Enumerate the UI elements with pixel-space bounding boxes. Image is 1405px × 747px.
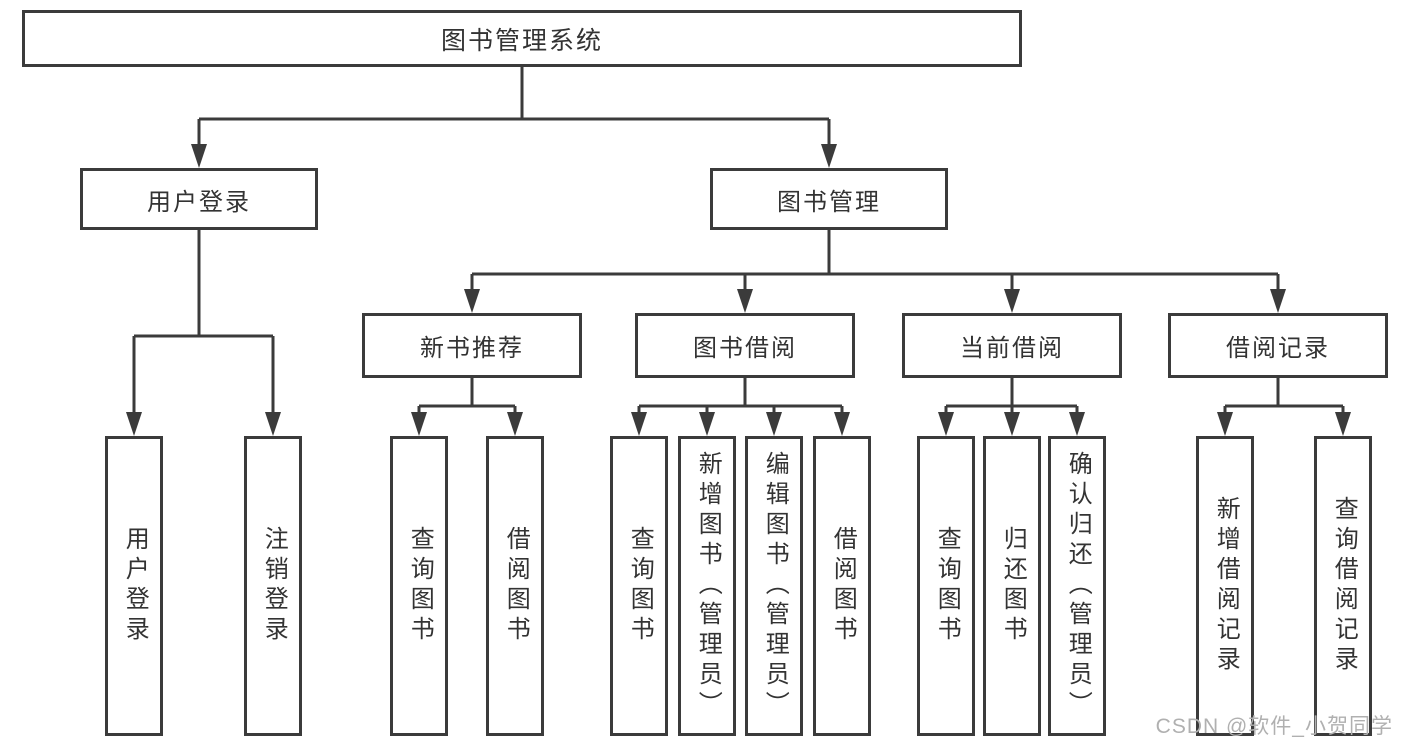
- leaf-current-return-books: 归还图书: [983, 436, 1041, 736]
- leaf-label: 确认归还（管理员）: [1064, 451, 1092, 721]
- leaf-current-confirm-return-admin: 确认归还（管理员）: [1048, 436, 1106, 736]
- node-borrowing-records: 借阅记录: [1168, 313, 1388, 378]
- node-label: 图书管理系统: [440, 26, 603, 55]
- node-label: 新书推荐: [420, 335, 524, 362]
- leaf-label: 借阅图书: [829, 526, 857, 646]
- node-current-borrowing: 当前借阅: [902, 313, 1122, 378]
- node-book-borrowing: 图书借阅: [635, 313, 855, 378]
- node-label: 图书借阅: [693, 335, 797, 362]
- leaf-borrowing-add-books-admin: 新增图书（管理员）: [678, 436, 736, 736]
- leaf-logout: 注销登录: [244, 436, 302, 736]
- leaf-label: 查询图书: [406, 526, 434, 646]
- node-label: 图书管理: [777, 188, 881, 216]
- leaf-records-add-record: 新增借阅记录: [1196, 436, 1254, 736]
- node-new-book-recommend: 新书推荐: [362, 313, 582, 378]
- csdn-watermark: CSDN @软件_小贺同学: [1155, 715, 1393, 738]
- leaf-label: 注销登录: [260, 526, 288, 646]
- leaf-label: 新增借阅记录: [1212, 496, 1240, 676]
- leaf-label: 用户登录: [121, 526, 149, 646]
- leaf-label: 新增图书（管理员）: [694, 451, 722, 721]
- node-label: 借阅记录: [1226, 335, 1330, 362]
- node-label: 用户登录: [147, 188, 251, 216]
- leaf-label: 查询图书: [933, 526, 961, 646]
- leaf-borrowing-borrow-books: 借阅图书: [813, 436, 871, 736]
- node-user-login: 用户登录: [80, 168, 318, 230]
- leaf-label: 查询图书: [626, 526, 654, 646]
- leaf-recommend-borrow-books: 借阅图书: [486, 436, 544, 736]
- leaf-current-query-books: 查询图书: [917, 436, 975, 736]
- leaf-borrowing-edit-books-admin: 编辑图书（管理员）: [745, 436, 803, 736]
- leaf-recommend-query-books: 查询图书: [390, 436, 448, 736]
- leaf-user-login: 用户登录: [105, 436, 163, 736]
- leaf-records-query-record: 查询借阅记录: [1314, 436, 1372, 736]
- leaf-label: 编辑图书（管理员）: [761, 451, 789, 721]
- leaf-label: 查询借阅记录: [1330, 496, 1358, 676]
- node-library-management-system: 图书管理系统: [22, 10, 1022, 67]
- leaf-label: 借阅图书: [502, 526, 530, 646]
- leaf-borrowing-query-books: 查询图书: [610, 436, 668, 736]
- node-book-management: 图书管理: [710, 168, 948, 230]
- leaf-label: 归还图书: [999, 526, 1027, 646]
- node-label: 当前借阅: [960, 335, 1064, 362]
